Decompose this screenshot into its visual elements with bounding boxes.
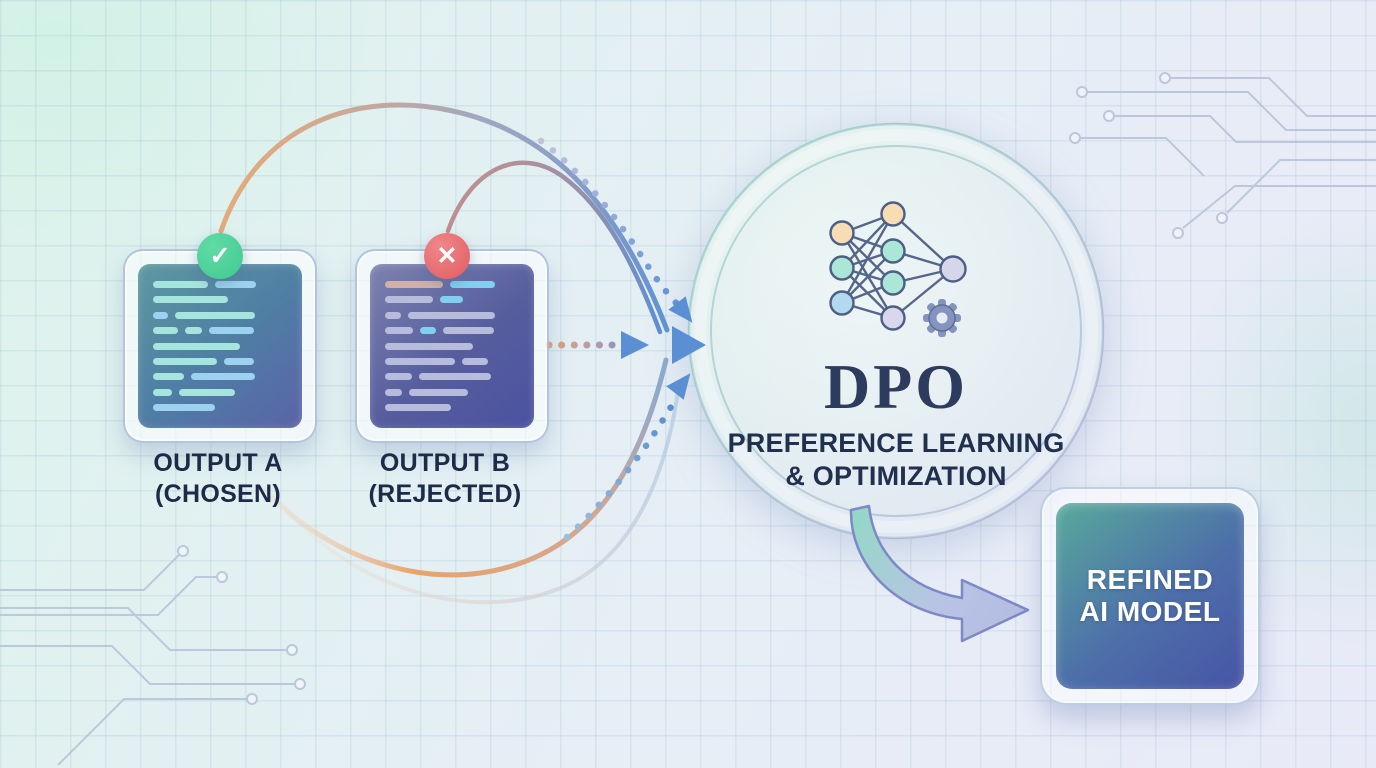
convergence-arrowhead [672, 326, 706, 364]
dpo-circle-content: DPO PREFERENCE LEARNING & OPTIMIZATION [688, 123, 1104, 539]
dotted-arrowhead-middle [621, 331, 649, 359]
document-text-line [153, 404, 287, 411]
document-text-line [153, 327, 287, 335]
document-text-line [385, 327, 519, 335]
dpo-subtitle: PREFERENCE LEARNING & OPTIMIZATION [728, 427, 1065, 493]
document-text-line [385, 388, 519, 396]
document-text-line [153, 296, 287, 304]
output-b-document [370, 264, 534, 428]
dotted-arrow-bottom [563, 393, 681, 541]
refined-model-label: REFINED AI MODEL [1056, 503, 1244, 689]
gear-icon [923, 299, 961, 337]
output-a-document [138, 264, 302, 428]
cross-icon: ✕ [436, 242, 458, 270]
output-a-card: ✓ [123, 233, 317, 443]
circuit-trace-bottom-left [0, 545, 306, 766]
document-text-line [153, 388, 287, 396]
output-a-label: OUTPUT A (CHOSEN) [88, 448, 348, 509]
document-text-line [385, 296, 519, 304]
output-b-card: ✕ [355, 233, 549, 443]
document-text-line [153, 342, 287, 350]
check-icon: ✓ [209, 242, 231, 270]
neural-network-icon [829, 201, 967, 337]
curve-rejected-top [445, 160, 663, 335]
document-text-line [385, 404, 519, 411]
output-a-label-line1: OUTPUT A [153, 449, 283, 477]
dpo-subtitle-line1: PREFERENCE LEARNING [727, 428, 1065, 458]
dpo-title: DPO [823, 351, 969, 422]
refined-model-line1: REFINED [1086, 563, 1214, 595]
circuit-trace-top-right [1069, 72, 1376, 239]
document-text-line [385, 373, 519, 381]
document-text-line [153, 281, 287, 288]
document-text-line [153, 311, 287, 319]
document-text-line [153, 357, 287, 365]
document-text-line [153, 373, 287, 381]
output-b-label-line2: (REJECTED) [368, 479, 522, 508]
document-text-line [385, 357, 519, 365]
check-badge: ✓ [197, 233, 243, 279]
document-text-line [385, 311, 519, 319]
curve-chosen-top [218, 102, 670, 333]
output-a-label-line2: (CHOSEN) [154, 479, 281, 508]
dotted-arrowhead-bottom [666, 373, 691, 400]
refined-model-line2: AI MODEL [1079, 596, 1221, 627]
curve-bottom-2 [278, 390, 680, 605]
dpo-circle [687, 122, 1105, 540]
dotted-arrow-top [537, 137, 684, 311]
dpo-subtitle-line2: & OPTIMIZATION [785, 460, 1007, 491]
document-text-line [385, 281, 519, 288]
refined-model-box: REFINED AI MODEL [1040, 487, 1260, 705]
cross-badge: ✕ [424, 233, 470, 279]
curve-bottom-1 [261, 357, 669, 578]
document-text-line [385, 342, 519, 350]
output-b-label: OUTPUT B (REJECTED) [315, 448, 575, 509]
dotted-arrowhead-top [668, 296, 693, 323]
output-b-label-line1: OUTPUT B [379, 449, 511, 477]
output-arrow [849, 504, 1030, 643]
